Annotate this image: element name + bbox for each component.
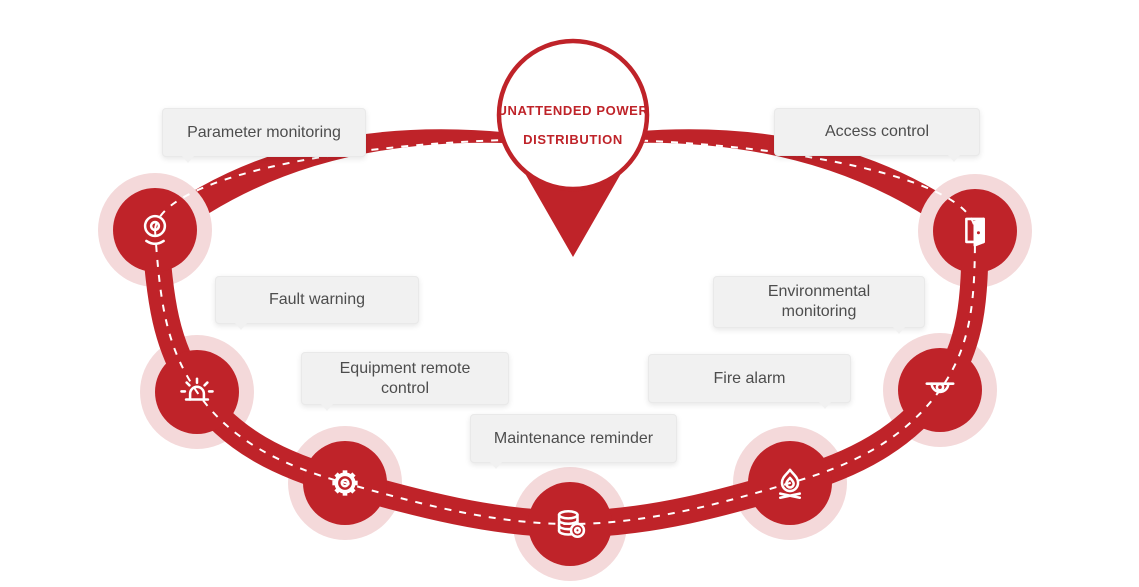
database-icon	[547, 501, 593, 547]
pin-tip	[519, 163, 627, 257]
label-environmental-monitoring: Environmental monitoring	[713, 276, 925, 334]
door-icon	[952, 208, 998, 254]
gear-icon	[322, 460, 368, 506]
label-equipment-remote-control: Equipment remote control	[301, 352, 509, 411]
center-title: UNATTENDED POWER DISTRIBUTION	[483, 96, 663, 154]
siren-icon	[174, 369, 220, 415]
center-title-line-2: DISTRIBUTION	[523, 132, 623, 147]
webcam-icon	[132, 207, 178, 253]
center-pin	[496, 38, 650, 257]
label-access-control: Access control	[774, 108, 980, 162]
label-parameter-monitoring: Parameter monitoring	[162, 108, 366, 163]
center-title-line-1: UNATTENDED POWER	[497, 103, 649, 118]
flame-icon	[767, 460, 813, 506]
label-fire-alarm: Fire alarm	[648, 354, 851, 409]
label-fault-warning: Fault warning	[215, 276, 419, 330]
dome-camera-icon	[917, 367, 963, 413]
pin-circle	[496, 38, 650, 192]
label-maintenance-reminder: Maintenance reminder	[470, 414, 677, 469]
